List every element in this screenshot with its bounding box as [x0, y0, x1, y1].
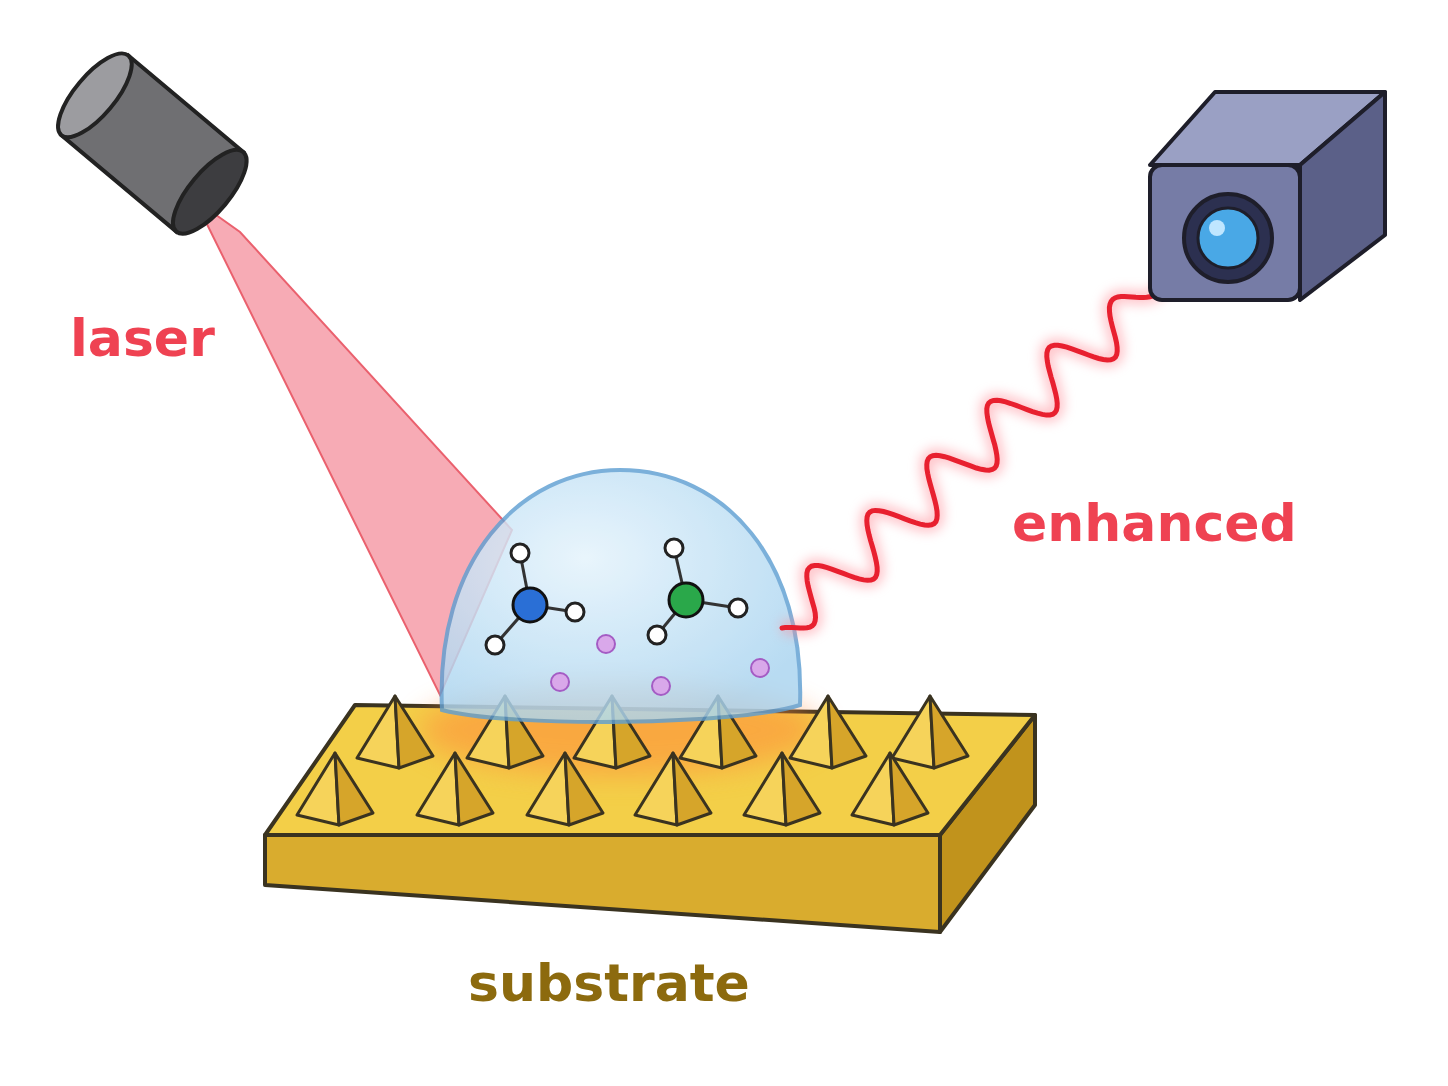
- analyte-molecules: [486, 539, 769, 695]
- laser-label: laser: [70, 310, 215, 367]
- scattered-light: [782, 270, 1172, 628]
- laser-head: [46, 43, 258, 245]
- detector-camera: [1150, 92, 1385, 300]
- substrate-label: substrate: [468, 955, 750, 1012]
- signal-label: enhanced: [1012, 495, 1297, 552]
- scattered-light-glow: [782, 270, 1172, 628]
- sample-droplet: [442, 470, 801, 722]
